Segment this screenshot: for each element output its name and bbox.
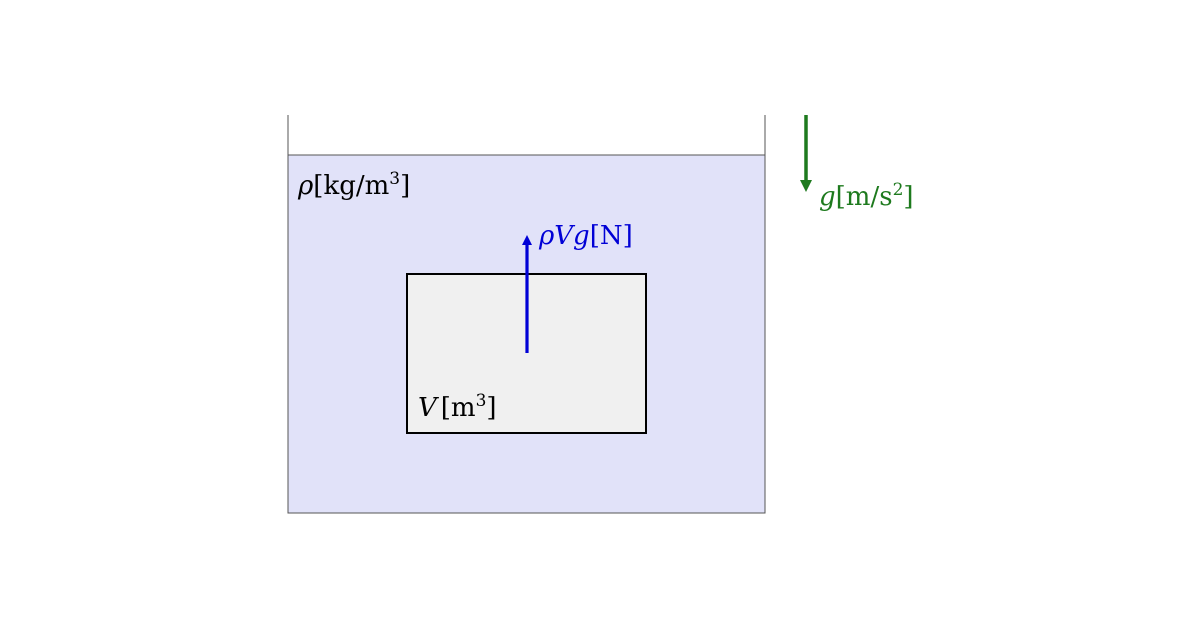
container-outline <box>287 115 766 514</box>
density-label: ρ[kg/m3] <box>297 169 410 201</box>
gravity-label: g[m/s2] <box>819 180 914 212</box>
volume-label: V[m3] <box>418 391 497 423</box>
buoyant-force-label: ρVg[N] <box>538 221 633 251</box>
